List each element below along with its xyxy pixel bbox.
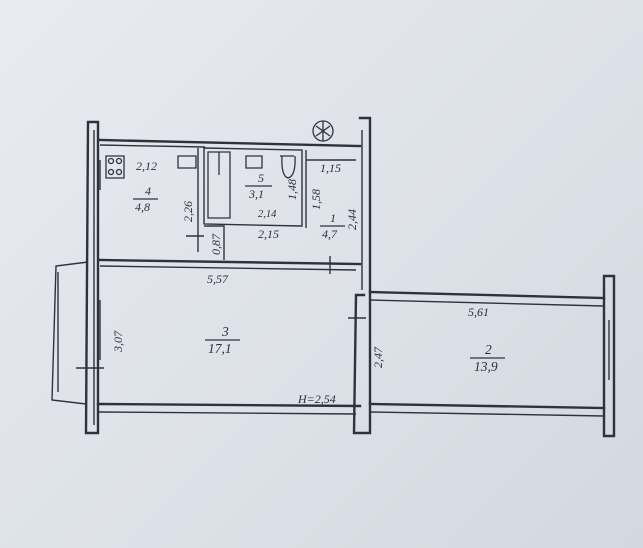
central-structural-wall: [352, 116, 372, 435]
dim-2-14: 2,14: [258, 209, 277, 220]
dim-0-87: 0,87: [209, 233, 223, 255]
room-5-number: 5: [258, 171, 264, 185]
dim-2-26: 2,26: [181, 201, 195, 222]
ceiling-height: H=2,54: [297, 392, 336, 406]
bathroom: [203, 147, 303, 227]
room-2-number: 2: [485, 342, 492, 357]
kitchen-fixtures: [105, 155, 197, 179]
room-4-number: 4: [145, 184, 151, 198]
dim-3-07: 3,07: [111, 330, 125, 353]
dim-1-48: 1,48: [285, 179, 299, 200]
balcony: [51, 261, 104, 405]
room-2-area: 13,9: [474, 359, 498, 374]
dim-2-12: 2,12: [136, 159, 157, 173]
room-1-number: 1: [330, 211, 336, 225]
riser-symbol: [312, 120, 334, 142]
dim-1-58: 1,58: [309, 189, 323, 210]
room-labels: 4 4,8 5 3,1 1 4,7 3 17,1 2 13,9: [133, 171, 505, 374]
top-wall: [98, 138, 362, 148]
room-5-area: 3,1: [248, 187, 264, 201]
room-3-area: 17,1: [208, 341, 232, 356]
dimension-labels: 2,12 2,26 0,87 1,48 2,14 2,15 1,58 1,15 …: [111, 159, 489, 368]
dim-2-44: 2,44: [345, 209, 359, 230]
dim-2-15: 2,15: [258, 227, 279, 241]
room-3-top-wall: [98, 256, 362, 274]
dim-5-57: 5,57: [207, 272, 229, 286]
bottom-wall: [96, 402, 362, 415]
dim-5-61: 5,61: [468, 305, 489, 319]
dim-1-15: 1,15: [320, 161, 341, 175]
room-2-walls: [368, 274, 616, 438]
left-exterior-wall: [84, 120, 101, 435]
room-4-area: 4,8: [135, 200, 150, 214]
dim-2-47: 2,47: [371, 346, 385, 368]
hall-partitions: [305, 150, 356, 228]
room-1-area: 4,7: [322, 227, 338, 241]
room-3-number: 3: [221, 324, 229, 339]
kitchen-partition: [186, 148, 225, 260]
